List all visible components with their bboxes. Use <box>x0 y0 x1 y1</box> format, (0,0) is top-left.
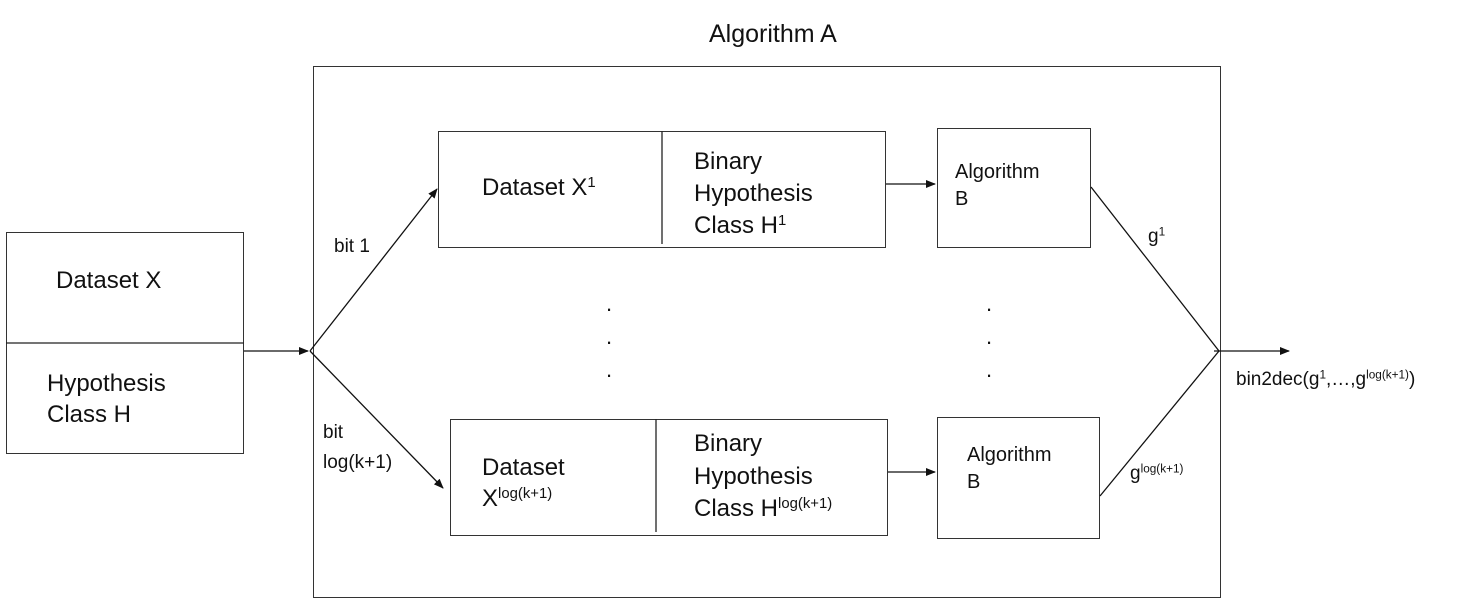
diagram-title: Algorithm A <box>709 20 837 48</box>
final-output-label: bin2dec(g1,…,glog(k+1)) <box>1236 368 1416 390</box>
ellipsis-dot: . <box>986 291 993 316</box>
top-binary-line2: Hypothesis <box>694 180 813 207</box>
ellipsis-dot: . <box>986 324 993 349</box>
edge-label-bit: bit <box>323 422 344 443</box>
top-algorithm-b-line1: Algorithm <box>955 161 1040 183</box>
bitlog-arrow <box>309 350 444 489</box>
edge-label-bit-1: bit 1 <box>334 236 370 257</box>
bottom-dataset-box <box>450 419 888 536</box>
bit1-arrow <box>309 188 438 352</box>
bottom-algorithm-b-line2: B <box>967 471 981 493</box>
bottom-binary-line3: Class Hlog(k+1) <box>694 495 833 522</box>
top-algorithm-b-box <box>937 128 1091 248</box>
bottom-algorithm-b-box <box>937 417 1100 539</box>
bottom-binary-line2: Hypothesis <box>694 463 813 490</box>
g1-line <box>1090 186 1220 352</box>
top-dataset-label: Dataset X1 <box>482 174 596 201</box>
ellipsis-dot: . <box>606 291 613 316</box>
output-label-g1: g1 <box>1148 225 1166 247</box>
top-binary-line1: Binary <box>694 148 763 175</box>
input-hypothesis-line2: Class H <box>47 401 132 428</box>
input-hypothesis-line1: Hypothesis <box>47 370 166 397</box>
ellipsis-dot: . <box>606 357 613 382</box>
input-dataset-label: Dataset X <box>56 267 162 294</box>
edge-label-bit-log: log(k+1) <box>323 452 393 473</box>
top-binary-line3: Class H1 <box>694 212 787 239</box>
output-label-glog: glog(k+1) <box>1130 462 1184 484</box>
bottom-dataset-line2: Xlog(k+1) <box>482 485 553 512</box>
bottom-dataset-line1: Dataset <box>482 454 565 481</box>
ellipsis-dot: . <box>986 357 993 382</box>
top-algorithm-b-line2: B <box>955 188 969 210</box>
glog-line <box>1099 350 1220 497</box>
ellipsis-dot: . <box>606 324 613 349</box>
bottom-algorithm-b-line1: Algorithm <box>967 444 1052 466</box>
bottom-binary-line1: Binary <box>694 430 763 457</box>
